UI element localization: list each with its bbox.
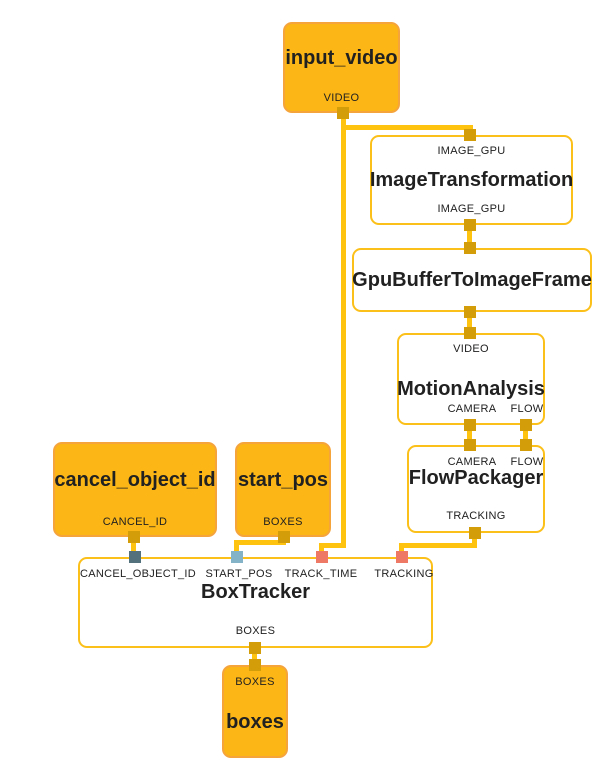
port-start-pos-out [278,531,290,543]
edge-boxtracker-to-boxes [252,646,257,667]
node-motion-analysis[interactable]: VIDEO MotionAnalysis CAMERA FLOW [397,333,545,425]
port-label-start-pos-in: START_POS [205,568,273,580]
port-box-tracker-tracking-in [396,551,408,563]
port-label-cancel-object-id-in: CANCEL_OBJECT_ID [79,568,197,580]
port-label-flow-in: FLOW [510,456,544,468]
edge-image-transformation-to-gpubuffer [467,222,472,251]
node-title: cancel_object_id [54,468,216,491]
port-label-camera-out: CAMERA [447,403,497,415]
node-title: start_pos [237,468,329,491]
node-start-pos[interactable]: start_pos BOXES [235,442,331,537]
port-label-video-in: VIDEO [453,343,489,355]
edge-camera [467,422,472,448]
port-cancel-object-id-out [128,531,140,543]
edge-cancel-id [131,535,136,559]
port-flow-packager-camera-in [464,439,476,451]
port-label-camera-in: CAMERA [447,456,497,468]
port-motion-analysis-video-in [464,327,476,339]
node-boxes[interactable]: BOXES boxes [222,665,288,758]
node-title: input_video [285,46,398,69]
edge-flow [523,422,528,448]
port-flow-packager-tracking-out [469,527,481,539]
edge-tracking-h [399,543,477,548]
port-gpu-buffer-in [464,242,476,254]
port-label-tracking-in: TRACKING [374,568,434,580]
port-label-tracking-out: TRACKING [446,510,506,522]
port-label-video-out: VIDEO [323,92,360,104]
port-label-image-gpu-out: IMAGE_GPU [437,203,506,215]
port-label-track-time-in: TRACK_TIME [284,568,358,580]
port-image-transformation-in [464,129,476,141]
port-image-transformation-out [464,219,476,231]
port-boxes-in [249,659,261,671]
edge-start-pos-h [234,540,286,545]
edge-tracking-v1 [472,531,477,547]
port-label-boxes-in: BOXES [235,676,275,688]
node-title: MotionAnalysis [397,377,545,400]
port-label-image-gpu-in: IMAGE_GPU [437,145,506,157]
port-motion-analysis-camera-out [464,419,476,431]
port-flow-packager-flow-in [520,439,532,451]
node-input-video[interactable]: input_video VIDEO [283,22,400,113]
port-box-tracker-cancel-object-id-in [129,551,141,563]
port-motion-analysis-flow-out [520,419,532,431]
port-input-video-out [337,107,349,119]
node-title: ImageTransformation [369,168,574,191]
node-title: boxes [226,710,284,733]
port-box-tracker-start-pos-in [231,551,243,563]
edge-input-video-to-track-time-h [319,543,346,548]
edge-input-video-to-image-transformation-h [341,125,473,130]
node-title: BoxTracker [201,580,310,603]
edge-start-pos-v2 [234,540,239,559]
port-label-cancel-id-out: CANCEL_ID [102,516,168,528]
node-flow-packager[interactable]: CAMERA FLOW FlowPackager TRACKING [407,445,545,533]
node-title: GpuBufferToImageFrame [352,268,592,291]
node-box-tracker[interactable]: CANCEL_OBJECT_ID START_POS TRACK_TIME TR… [78,557,433,648]
port-box-tracker-boxes-out [249,642,261,654]
port-box-tracker-track-time-in [316,551,328,563]
port-label-flow-out: FLOW [510,403,544,415]
edge-gpubuffer-to-motion-analysis [467,309,472,336]
node-gpu-buffer-to-image-frame[interactable]: GpuBufferToImageFrame [352,248,592,312]
node-cancel-object-id[interactable]: cancel_object_id CANCEL_ID [53,442,217,537]
port-label-boxes-out: BOXES [235,625,276,637]
node-image-transformation[interactable]: IMAGE_GPU ImageTransformation IMAGE_GPU [370,135,573,225]
port-label-boxes-out: BOXES [263,516,303,528]
port-gpu-buffer-out [464,306,476,318]
node-title: FlowPackager [408,467,544,489]
edge-input-video-trunk [341,113,346,547]
